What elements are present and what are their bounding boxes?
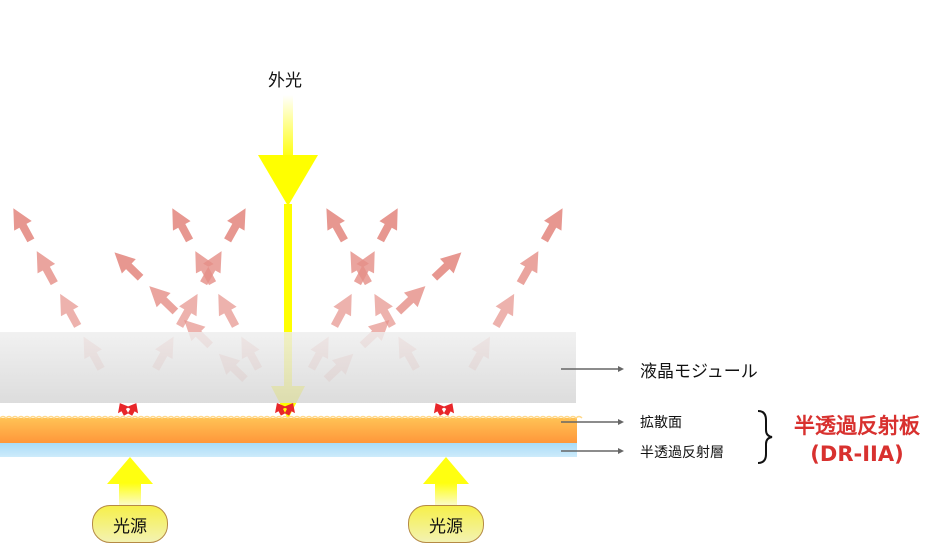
reflected-ray-arrow	[350, 251, 372, 286]
light-source-arrow-left	[107, 457, 153, 507]
diffusion-wave-edge	[0, 415, 583, 419]
reflected-ray-arrow	[36, 251, 58, 286]
reflected-ray-arrow	[195, 251, 217, 286]
diffusion-surface-layer	[0, 418, 577, 443]
reflected-ray-arrow	[326, 208, 348, 243]
reflected-ray-arrow	[218, 293, 240, 328]
reflected-ray-arrow	[114, 252, 144, 281]
reflected-ray-arrow	[516, 251, 539, 286]
transflective-layer	[0, 443, 577, 457]
ray-origin-arrow	[126, 403, 139, 416]
ray-origin-arrow	[283, 403, 295, 416]
reflected-ray-arrow	[374, 293, 396, 328]
reflected-ray-arrow	[172, 208, 194, 243]
diffusion-surface-label: 拡散面	[640, 415, 682, 431]
reflected-ray-arrow	[492, 293, 515, 328]
reflected-ray-arrow	[176, 293, 198, 328]
diffused-ray-origins	[117, 403, 455, 416]
reflected-ray-arrow	[540, 208, 563, 243]
ray-origin-arrow	[442, 403, 455, 416]
ray-origin-arrow	[275, 403, 287, 416]
reflected-ray-arrow	[330, 293, 352, 328]
reflected-ray-arrow	[60, 293, 82, 328]
external-light-label: 外光	[268, 71, 302, 91]
reflected-ray-arrow	[431, 252, 462, 281]
reflected-ray-arrow	[149, 286, 179, 315]
transflective-layer-label: 半透過反射層	[640, 445, 724, 461]
ray-origin-arrow	[117, 403, 130, 416]
lcd-module-layer	[0, 332, 576, 403]
lcd-module-label: 液晶モジュール	[640, 362, 758, 382]
reflected-ray-arrow	[13, 208, 35, 243]
product-code: (DR-IIA)	[810, 442, 904, 466]
product-name: 半透過反射板	[794, 414, 920, 438]
light-source-label-left: 光源	[92, 505, 168, 543]
reflected-ray-arrow	[224, 208, 246, 243]
reflected-ray-arrow	[395, 286, 426, 315]
light-source-arrow-right	[423, 457, 469, 507]
reflected-ray-arrow	[376, 208, 398, 243]
brace-icon	[757, 410, 773, 464]
ray-origin-arrow	[433, 403, 446, 416]
label-leader-lines	[561, 366, 624, 454]
light-source-label-right: 光源	[408, 505, 484, 543]
